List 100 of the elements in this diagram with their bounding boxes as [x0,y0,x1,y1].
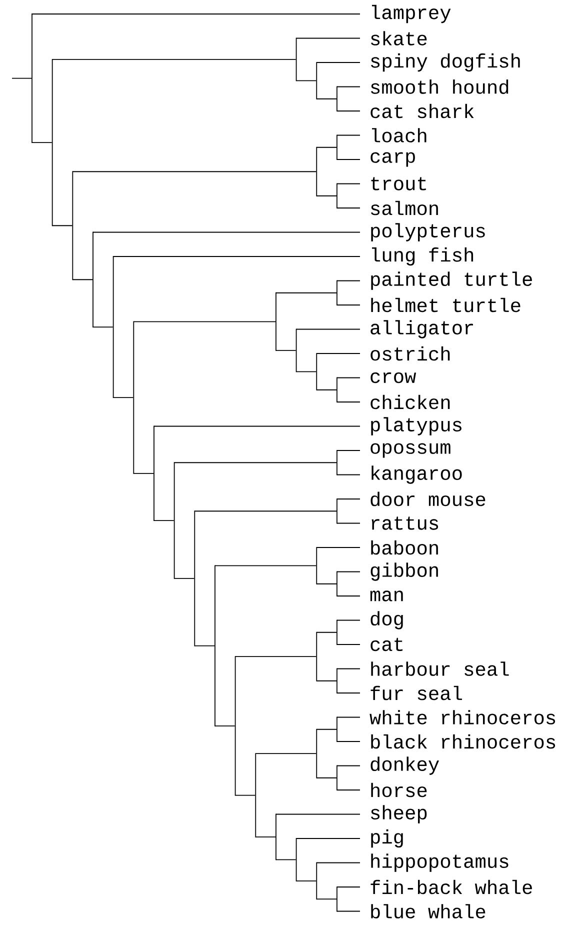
leaf-label: dog [370,611,403,630]
tree-branch [336,110,360,112]
tree-branch [296,371,317,372]
leaf-label: ostrich [370,346,450,361]
leaf-label: fur seal [370,686,462,700]
tree-branch [276,814,360,815]
leaf-label: skate [371,31,427,46]
tree-branch [336,886,360,888]
tree-branch [92,232,360,233]
tree-branch [336,474,360,476]
tree-branch [336,522,360,524]
leaf-label: kangaroo [372,466,462,484]
tree-branch [316,583,337,584]
tree-branch [316,898,337,900]
tree-branch [52,225,73,226]
tree-branch [194,645,215,646]
tree-branch [296,80,317,82]
leaf-label: donkey [370,756,439,775]
leaf-label: loach [372,128,426,142]
tree-branch [214,565,317,566]
tree-branch [316,195,337,196]
tree-branch [72,171,317,172]
leaf-label: hippopotamus [371,854,508,872]
tree-branch [316,547,360,548]
tree-branch [336,644,360,645]
tree-branch [52,59,296,60]
tree-branch [133,472,154,474]
tree-branch [336,498,360,500]
tree-branch [336,159,360,160]
tree-branch [336,450,360,451]
tree-branch [112,256,360,257]
leaf-label: salmon [371,200,438,216]
tree-branch [234,656,317,658]
leaf-label: cat [370,638,403,652]
tree-branch [174,578,195,579]
leaf-label: helmet turtle [371,298,520,312]
leaf-label: polypterus [371,223,485,242]
tree-branch [336,716,360,718]
tree-branch [336,304,360,306]
leaf-label: alligator [370,320,473,338]
tree-branch [133,321,276,322]
leaf-label: black rhinoceros [371,734,556,749]
leaf-label: cat shark [370,104,474,118]
tree-branch [276,859,296,860]
tree-branch [12,78,32,79]
tree-branch [32,142,52,143]
leaf-label: platypus [371,417,462,436]
tree-branch [316,632,337,633]
tree-branch [316,680,337,682]
tree-branch [316,62,360,63]
tree-branch [255,753,317,754]
tree-branch [316,728,337,730]
leaf-label: horse [371,782,427,798]
leaf-label: pig [371,829,403,848]
tree-branch [316,146,337,148]
leaf-label: opossum [370,443,450,458]
leaf-label: lung fish [372,247,474,266]
tree-branch [336,765,360,766]
leaf-label: spiny dogfish [371,53,520,72]
tree-branch [336,86,360,88]
tree-branch [336,134,360,136]
leaf-label: lamprey [372,4,451,24]
tree-branch [276,350,296,351]
leaf-label: trout [371,177,426,190]
leaf-label: harbour seal [371,662,509,676]
tree-branch [316,862,360,864]
tree-branch [234,794,256,796]
tree-branch [174,462,337,464]
tree-branch [316,777,337,778]
tree-branch [154,426,360,427]
leaf-label: blue whale [371,904,486,918]
leaf-label: baboon [371,540,438,555]
leaf-label: sheep [371,805,427,824]
tree-branch [336,183,360,184]
tree-branch [296,38,360,39]
tree-branch [336,571,360,572]
leaf-label: man [370,590,403,602]
tree-branch [112,397,134,398]
tree-branch [336,280,360,282]
tree-branch [154,520,174,521]
tree-branch [316,389,337,390]
leaf-label: door mouse [370,492,486,506]
tree-branch [276,292,337,294]
tree-branch [296,880,317,882]
leaf-label: chicken [370,394,450,410]
leaf-label: smooth hound [371,80,508,94]
tree-branch [336,692,360,694]
leaf-label: painted turtle [371,272,532,290]
leaf-label: fin-back whale [370,880,532,894]
tree-branch [336,377,360,378]
leaf-label: crow [370,372,416,384]
tree-branch [336,741,360,742]
tree-branch [336,910,360,912]
leaf-label: carp [370,152,415,167]
leaf-label: rattus [372,516,438,530]
tree-branch [316,98,337,100]
tree-branch [316,353,360,354]
leaf-label: gibbon [370,562,438,581]
tree-branch [296,328,360,330]
tree-branch [194,510,337,512]
